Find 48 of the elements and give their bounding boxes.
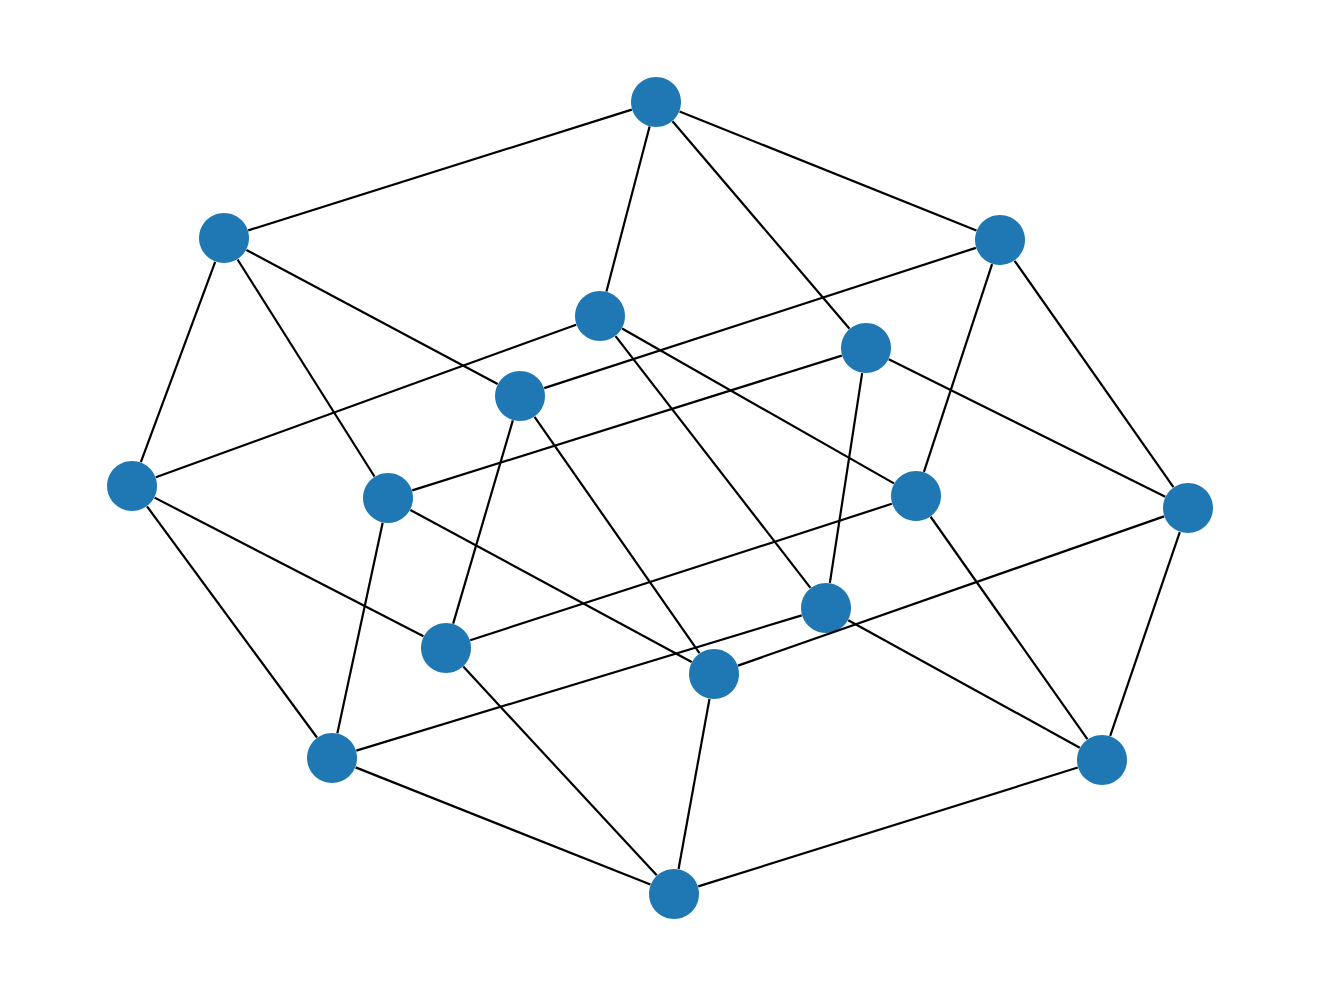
graph-node — [631, 77, 681, 127]
graph-node — [975, 215, 1025, 265]
graph-node — [107, 461, 157, 511]
graph-node — [199, 213, 249, 263]
edge-line — [452, 420, 514, 624]
edge-line — [355, 766, 651, 886]
edge-line — [409, 509, 693, 663]
edge-line — [155, 323, 577, 479]
graph-node — [841, 323, 891, 373]
edge-line — [356, 614, 802, 752]
edge-line — [679, 110, 977, 232]
graph-node — [421, 623, 471, 673]
graph-node — [689, 649, 739, 699]
graph-node — [891, 471, 941, 521]
edge-line — [154, 496, 424, 638]
edge-line — [922, 263, 994, 473]
edge-line — [828, 372, 864, 584]
graph-node — [1077, 735, 1127, 785]
edge-line — [671, 120, 851, 330]
graph-node — [575, 291, 625, 341]
edge-line — [697, 766, 1079, 888]
edge-line — [469, 502, 893, 642]
graph-node — [307, 733, 357, 783]
edge-line — [888, 358, 1166, 498]
graph-node — [495, 371, 545, 421]
edge-line — [543, 246, 977, 390]
edge-line — [247, 108, 633, 232]
graph-node — [649, 869, 699, 919]
graph-node — [1163, 483, 1213, 533]
edge-line — [621, 327, 895, 485]
edge-line — [245, 248, 499, 385]
edge-line — [236, 258, 376, 478]
edge-line — [533, 416, 701, 654]
graph-node — [801, 583, 851, 633]
graph-node — [363, 473, 413, 523]
edge-line — [411, 354, 843, 492]
edge-line — [677, 698, 711, 870]
edge-line — [847, 619, 1081, 749]
edge-line — [614, 335, 812, 589]
edge-line — [139, 261, 217, 463]
edge-line — [146, 505, 318, 739]
edge-line — [1013, 260, 1175, 488]
edge-line — [462, 665, 658, 877]
edge-line — [1109, 531, 1181, 737]
edge-line — [929, 516, 1089, 740]
edge-line — [336, 522, 384, 734]
edge-line — [737, 515, 1165, 667]
edge-line — [605, 126, 651, 292]
